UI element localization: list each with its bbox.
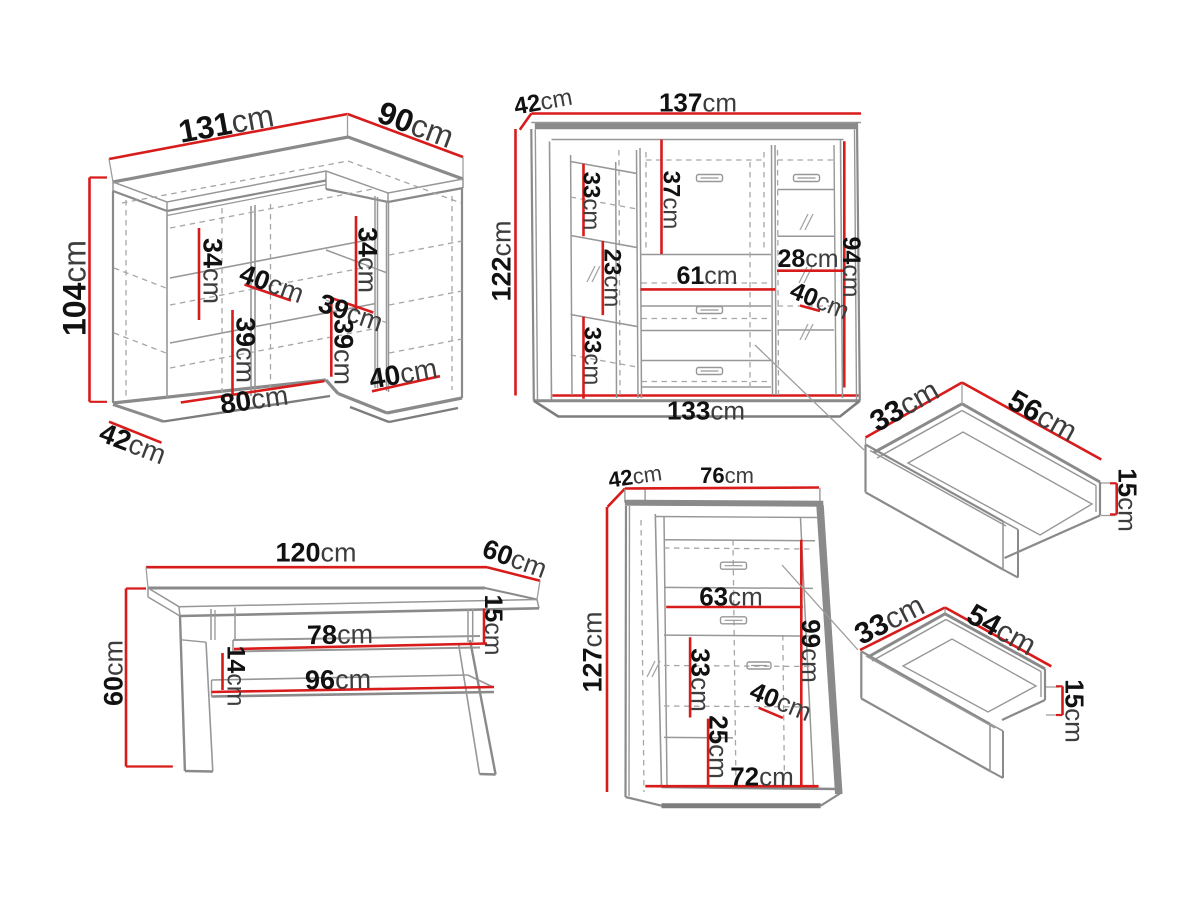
svg-text:25cm: 25cm: [704, 715, 734, 779]
svg-text:120cm: 120cm: [275, 538, 356, 568]
svg-text:94cm: 94cm: [837, 236, 865, 297]
svg-text:39cm: 39cm: [230, 317, 260, 383]
svg-text:122cm: 122cm: [487, 220, 517, 301]
svg-text:39cm: 39cm: [328, 319, 358, 385]
svg-text:72cm: 72cm: [730, 761, 794, 791]
svg-text:104cm: 104cm: [57, 240, 93, 336]
svg-text:76cm: 76cm: [700, 463, 754, 488]
svg-text:127cm: 127cm: [578, 611, 608, 692]
svg-text:133cm: 133cm: [667, 395, 745, 425]
svg-text:28cm: 28cm: [777, 245, 838, 273]
svg-text:15cm: 15cm: [1060, 679, 1090, 743]
svg-text:34cm: 34cm: [352, 227, 382, 293]
svg-text:60cm: 60cm: [99, 640, 129, 706]
svg-text:37cm: 37cm: [657, 171, 684, 230]
svg-text:33cm: 33cm: [577, 172, 604, 231]
svg-text:96cm: 96cm: [305, 664, 372, 695]
svg-text:33cm: 33cm: [578, 327, 605, 386]
svg-text:63cm: 63cm: [699, 581, 763, 611]
svg-text:34cm: 34cm: [197, 238, 227, 304]
svg-text:23cm: 23cm: [598, 249, 625, 308]
svg-text:14cm: 14cm: [222, 645, 250, 706]
svg-text:33cm: 33cm: [686, 648, 716, 712]
svg-text:61cm: 61cm: [676, 262, 737, 290]
svg-text:137cm: 137cm: [659, 87, 737, 117]
svg-text:15cm: 15cm: [1113, 468, 1143, 532]
svg-text:78cm: 78cm: [307, 619, 374, 650]
svg-text:15cm: 15cm: [479, 594, 507, 655]
svg-text:99cm: 99cm: [796, 619, 826, 683]
